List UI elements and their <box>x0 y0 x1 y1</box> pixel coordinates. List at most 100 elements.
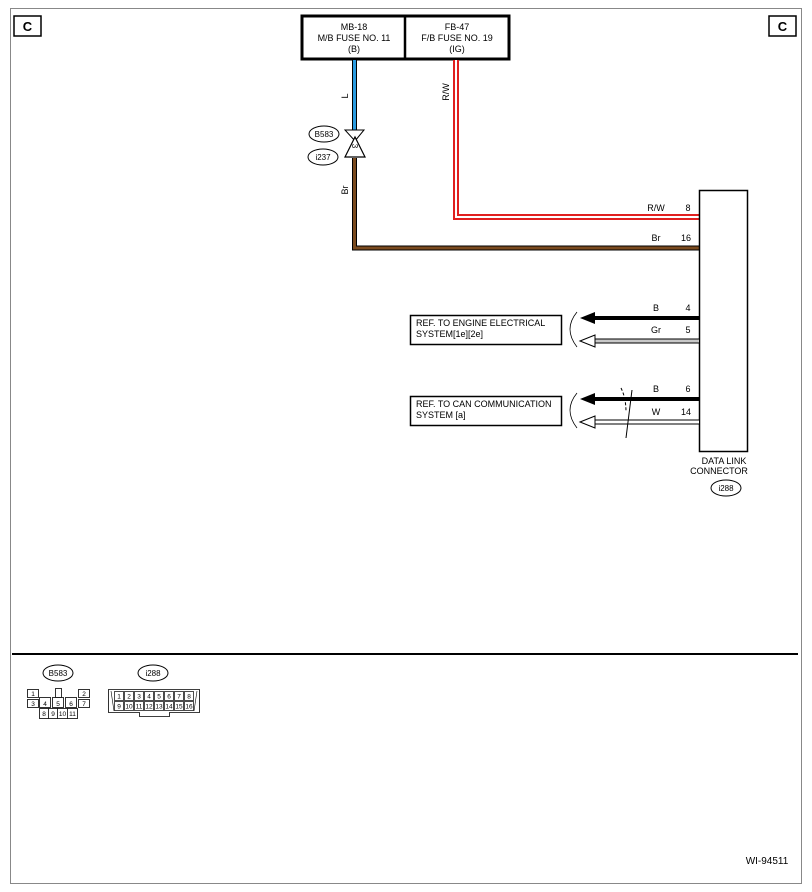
wire-brown <box>352 158 699 251</box>
i288-pin-cell <box>174 691 184 701</box>
fuse-block: MB-18 M/B FUSE NO. 11 (B) FB-47 F/B FUSE… <box>300 14 511 61</box>
wire-label-rw: R/W <box>441 83 451 101</box>
i288-pin-cell <box>164 691 174 701</box>
i288-pin-cell <box>144 691 154 701</box>
wire-pin-14: W 14 <box>578 407 699 429</box>
i288-pin-cell <box>114 701 124 711</box>
svg-text:14: 14 <box>681 407 691 417</box>
svg-text:8: 8 <box>685 203 690 213</box>
svg-text:7: 7 <box>82 701 86 708</box>
pin-16: Br 16 <box>652 233 692 243</box>
svg-text:5: 5 <box>56 701 60 708</box>
ref-bracket-can <box>569 392 578 429</box>
connector-id-b583: B583 <box>308 125 340 143</box>
corner-label-left: C <box>13 15 42 37</box>
svg-text:F/B FUSE NO. 19: F/B FUSE NO. 19 <box>421 33 493 43</box>
i288-pin-label: 13 <box>155 704 163 711</box>
i288-pin-cell <box>124 691 134 701</box>
i288-pin-label: 2 <box>127 694 131 701</box>
svg-text:(IG): (IG) <box>449 44 465 54</box>
svg-text:5: 5 <box>685 325 690 335</box>
legend-b583: B583 1 2 3 4 5 6 7 8 9 10 11 <box>27 664 90 719</box>
pin-8: R/W 8 <box>647 203 690 213</box>
svg-text:i237: i237 <box>315 153 331 162</box>
i288-pin-cell <box>134 701 144 711</box>
diagram-frame <box>10 8 802 884</box>
svg-text:SYSTEM[1e][2e]: SYSTEM[1e][2e] <box>416 329 483 339</box>
fuse-mb18: MB-18 M/B FUSE NO. 11 (B) <box>318 22 391 54</box>
connector-id-i288: i288 <box>710 479 742 497</box>
svg-text:REF. TO CAN COMMUNICATION: REF. TO CAN COMMUNICATION <box>416 399 552 409</box>
svg-text:6: 6 <box>69 701 73 708</box>
svg-text:Gr: Gr <box>651 325 661 335</box>
i288-pin-cell <box>134 691 144 701</box>
svg-text:Br: Br <box>652 233 661 243</box>
svg-text:CONNECTOR: CONNECTOR <box>690 466 748 476</box>
svg-text:2: 2 <box>82 691 86 698</box>
svg-text:W: W <box>652 407 661 417</box>
i288-pin-cell <box>114 691 124 701</box>
svg-text:C: C <box>23 19 33 34</box>
wire-pin-6: B 6 <box>580 384 699 405</box>
i288-pin-cell <box>174 701 184 711</box>
connector-id-i237: i237 <box>307 148 339 166</box>
svg-text:11: 11 <box>69 711 76 718</box>
i288-pin-cell <box>154 701 164 711</box>
figure-code: WI-94511 <box>746 856 789 867</box>
i288-pin-label: 16 <box>185 704 193 711</box>
svg-text:REF. TO ENGINE ELECTRICAL: REF. TO ENGINE ELECTRICAL <box>416 318 545 328</box>
i288-pin-label: 4 <box>147 694 151 701</box>
i288-pin-label: 10 <box>125 704 133 711</box>
i288-pin-label: 3 <box>137 694 141 701</box>
wire-label-br: Br <box>340 185 350 194</box>
wire-pin-5: Gr 5 <box>578 325 699 348</box>
i288-pin-label: 1 <box>117 694 121 701</box>
i288-pin-label: 14 <box>165 704 173 711</box>
svg-text:i288: i288 <box>145 669 161 678</box>
svg-text:4: 4 <box>685 303 690 313</box>
corner-label-right: C <box>768 15 797 37</box>
svg-text:6: 6 <box>685 384 690 394</box>
i288-pin-cell <box>154 691 164 701</box>
i288-pin-cell <box>124 701 134 711</box>
i288-pin-label: 12 <box>145 704 153 711</box>
svg-text:16: 16 <box>681 233 691 243</box>
svg-text:10: 10 <box>59 711 67 718</box>
wire-red-white <box>453 60 699 220</box>
i288-pin-cell <box>144 701 154 711</box>
svg-text:SYSTEM [a]: SYSTEM [a] <box>416 410 466 420</box>
ref-bracket-engine <box>569 311 578 348</box>
svg-text:C: C <box>778 19 788 34</box>
i288-pin-label: 15 <box>175 704 183 711</box>
svg-text:1: 1 <box>31 691 35 698</box>
i288-pin-label: 5 <box>157 694 161 701</box>
svg-text:8: 8 <box>42 711 46 718</box>
wire-label-l: L <box>340 93 350 98</box>
i288-pin-label: 8 <box>187 694 191 701</box>
i288-pin-label: 7 <box>177 694 181 701</box>
i288-pin-cell <box>184 691 194 701</box>
i288-pin-cell <box>164 701 174 711</box>
svg-text:B583: B583 <box>49 669 68 678</box>
svg-text:(B): (B) <box>348 44 360 54</box>
ref-box-can-communication: REF. TO CAN COMMUNICATION SYSTEM [a] <box>409 395 563 427</box>
i288-pin-label: 9 <box>117 704 121 711</box>
svg-text:M/B FUSE NO. 11: M/B FUSE NO. 11 <box>318 33 391 43</box>
ref-box-engine-electrical: REF. TO ENGINE ELECTRICAL SYSTEM[1e][2e] <box>409 314 563 346</box>
svg-text:B: B <box>653 384 659 394</box>
svg-text:i288: i288 <box>718 484 734 493</box>
i288-pin-label: 11 <box>136 704 143 711</box>
svg-text:9: 9 <box>51 711 55 718</box>
svg-text:3: 3 <box>31 701 35 708</box>
svg-text:FB-47: FB-47 <box>445 22 470 32</box>
data-link-connector: DATA LINK CONNECTOR i288 <box>690 189 748 497</box>
svg-text:DATA LINK: DATA LINK <box>702 456 747 466</box>
twisted-pair-mark <box>620 387 633 439</box>
i288-pin-label: 6 <box>167 694 171 701</box>
svg-text:MB-18: MB-18 <box>341 22 368 32</box>
svg-text:B583: B583 <box>315 130 334 139</box>
wire-pin-4: B 4 <box>580 303 699 324</box>
svg-text:R/W: R/W <box>647 203 665 213</box>
